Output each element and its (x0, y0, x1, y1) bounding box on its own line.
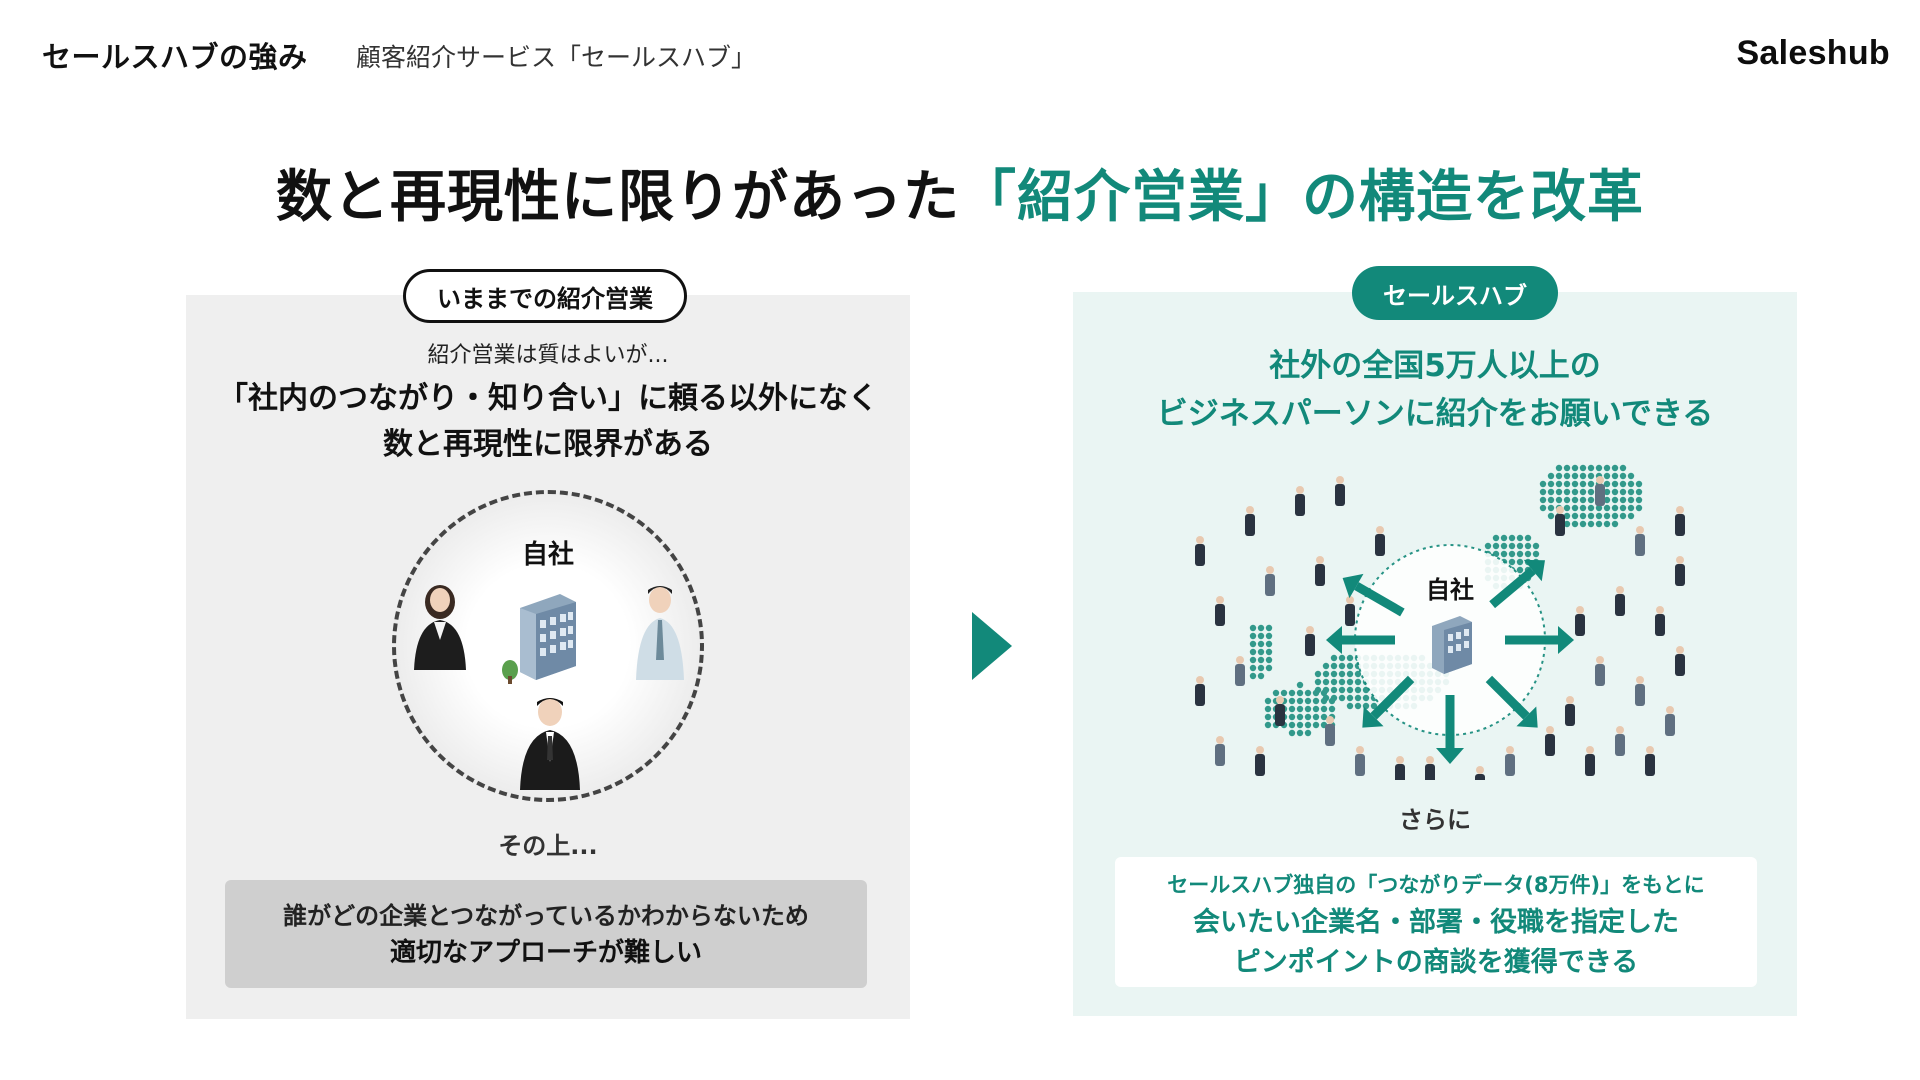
center-label: 自社 (1426, 576, 1474, 604)
left-box-line2: 適切なアプローチが難しい (389, 938, 702, 968)
right-solution-box: セールスハブ独自の「つながりデータ(8万件)」をもとに 会いたい企業名・部署・役… (1115, 857, 1757, 987)
right-main-text: 社外の全国5万人以上の ビジネスパーソンに紹介をお願いできる (1073, 342, 1797, 438)
right-sarani-text: さらに (1399, 806, 1471, 834)
left-sonoue-text: その上... (498, 832, 598, 860)
right-main-line2: ビジネスパーソンに紹介をお願いできる (1156, 396, 1714, 432)
right-box-line2: 会いたい企業名・部署・役職を指定した (1193, 907, 1679, 938)
circle-illustration (414, 585, 684, 790)
right-pill-label: セールスハブ (1352, 266, 1558, 320)
saleshub-logo: Saleshub (1736, 34, 1890, 72)
businessman-light-icon (636, 586, 684, 680)
left-main-line2: 数と再現性に限界がある (383, 427, 713, 462)
left-main-line1: 「社内のつながり・知り合い」に頼る以外になく (218, 381, 878, 416)
right-arrow-icon (972, 612, 1012, 680)
businessman-dark-icon (520, 698, 580, 790)
left-pill-label: いままでの紹介営業 (403, 269, 687, 323)
left-subtitle: 紹介営業は質はよいが... (427, 343, 669, 368)
center-building-icon (1432, 616, 1472, 674)
right-box-line3: ピンポイントの商談を獲得できる (1233, 947, 1639, 978)
company-circle: 自社 (392, 490, 704, 802)
right-box-line1: セールスハブ独自の「つながりデータ(8万件)」をもとに (1167, 873, 1705, 897)
left-problem-box: 誰がどの企業とつながっているかわからないため 適切なアプローチが難しい (225, 880, 867, 988)
circle-label: 自社 (521, 540, 574, 570)
header-title: セールスハブの強み (42, 40, 308, 74)
right-main-line1: 社外の全国5万人以上の (1269, 348, 1601, 384)
header-subtitle: 顧客紹介サービス「セールスハブ」 (356, 43, 757, 72)
network-illustration: 自社 (1195, 464, 1685, 780)
businesswoman-icon (414, 585, 466, 670)
outward-arrows (1326, 559, 1574, 764)
left-main-text: 「社内のつながり・知り合い」に頼る以外になく 数と再現性に限界がある (186, 376, 910, 468)
business-people-icons (1195, 476, 1685, 780)
headline-part1: 数と再現性に限りがあった (276, 165, 960, 230)
headline-part2: 「紹介営業」の構造を改革 (960, 165, 1644, 230)
left-box-line1: 誰がどの企業とつながっているかわからないため (283, 902, 809, 930)
building-icon (502, 594, 576, 684)
page-headline: 数と再現性に限りがあった「紹介営業」の構造を改革 (0, 152, 1920, 233)
